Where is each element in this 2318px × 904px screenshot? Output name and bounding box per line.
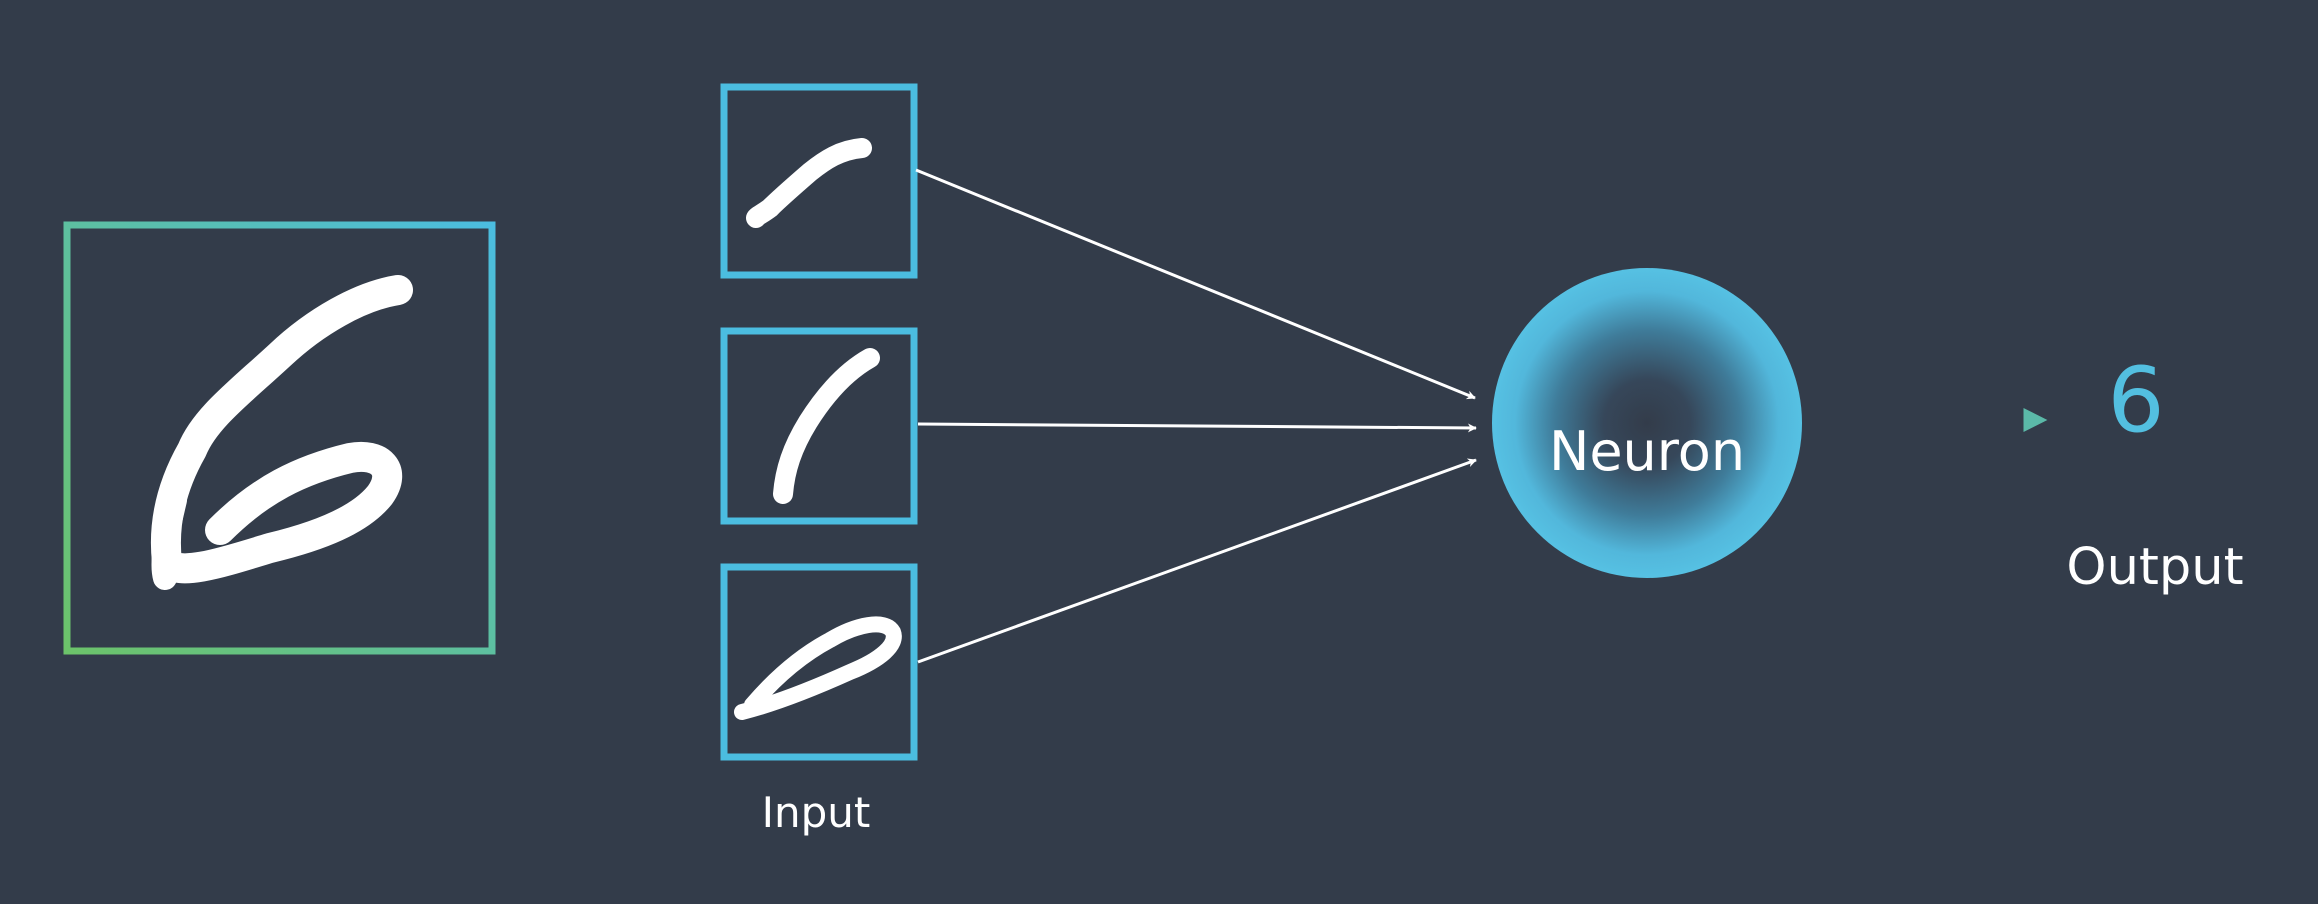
input-image-large bbox=[63, 221, 496, 655]
digit-stroke-bottom bbox=[734, 616, 902, 720]
input-label: Input bbox=[761, 788, 871, 837]
neuron-label: Neuron bbox=[1548, 419, 1746, 483]
connection-arrow-top bbox=[915, 168, 1476, 400]
output-value: 6 bbox=[2107, 348, 2165, 453]
digit-stroke-middle bbox=[773, 348, 880, 504]
neuron-circle bbox=[1492, 268, 1802, 578]
input-patch-middle bbox=[720, 327, 918, 525]
input-image-frame bbox=[63, 221, 496, 655]
digit-stroke-top bbox=[746, 138, 872, 228]
connection-arrow-middle bbox=[917, 422, 1477, 433]
input-patch-bottom bbox=[720, 563, 918, 761]
connection-arrow-bottom bbox=[917, 458, 1477, 664]
output-label: Output bbox=[2066, 538, 2244, 597]
handwritten-digit-six bbox=[150, 275, 413, 590]
input-patch-top bbox=[720, 83, 918, 279]
